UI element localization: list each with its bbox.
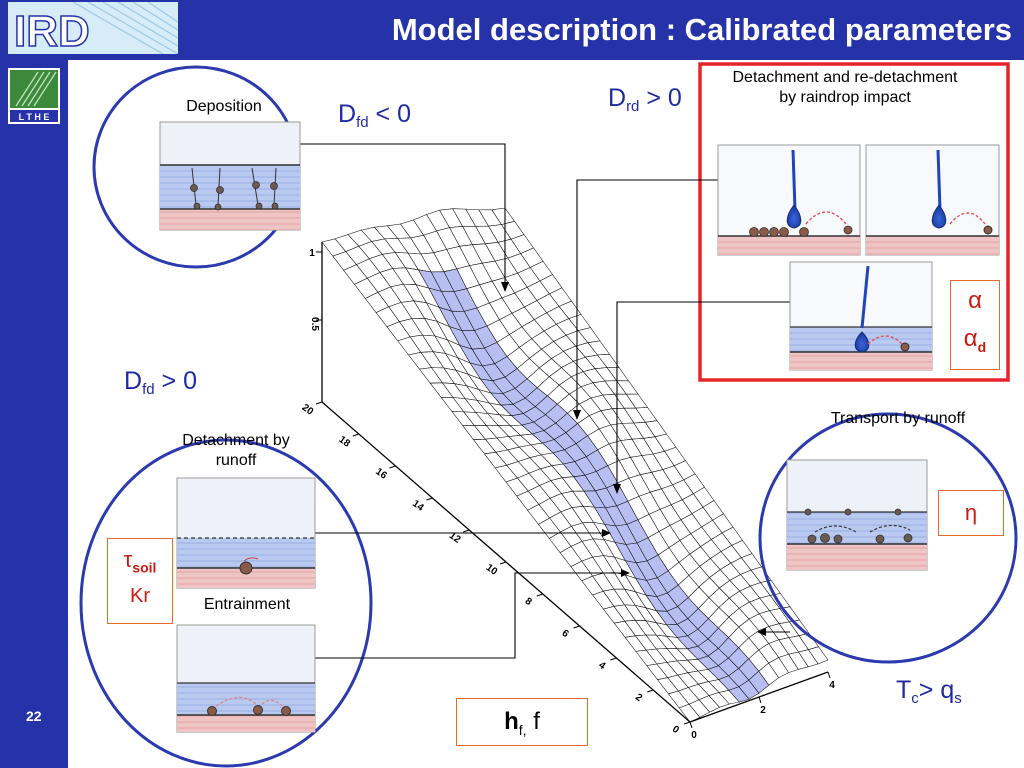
hf-rest: f [526,708,540,735]
dfd-positive-label: Dfd > 0 [124,367,197,398]
runoff-detachment-circle [79,438,373,768]
alpha-d-sub: d [977,338,987,355]
ird-logo: IRD [8,2,178,54]
tc-sub: c [911,690,919,707]
axis-tick [610,657,617,661]
dfd-negative-symbol: D [338,100,357,128]
axis-tick [389,465,396,469]
tc-sub-s: s [954,690,962,707]
dfd-positive-relation: > 0 [154,367,197,395]
axis-tick [499,561,507,565]
y-tick-label: 2 [633,692,644,704]
transport-circle [758,412,1018,664]
slide-title: Model description : Calibrated parameter… [391,12,1012,47]
entrainment-sketch [176,624,316,733]
tc-relation: > q [918,676,955,704]
kr-symbol: Kr [130,585,150,608]
axis-tick [426,497,433,501]
z-tick-label: 1 [309,248,315,259]
eta-parameter-box: η [938,490,1004,536]
tau-kr-parameter-box: τsoil Kr [107,538,173,624]
dfd-positive-sub: fd [142,381,155,398]
axis-tick [352,433,359,437]
page-number: 22 [26,708,42,724]
tau-sub: soil [132,559,157,576]
x-tick-label: 2 [760,705,766,716]
tau-main: τ [123,547,133,572]
deposition-label: Deposition [186,98,262,115]
y-tick-label: 18 [337,434,353,450]
alpha-d-main: α [963,325,978,352]
axis-tick [573,625,580,629]
y-tick-label: 20 [300,402,316,418]
entrainment-label: Entrainment [203,596,291,613]
axis-tick [683,721,691,725]
transport-label: Transport by runoff [830,410,966,427]
x-tick-label: 0 [691,730,697,741]
runoff-detachment-label: Detachment by runoff [182,432,290,469]
alpha-parameter-box: α αd [950,280,1000,370]
axis-tick [689,721,693,729]
tc-label: Tc> qs [896,676,962,707]
y-tick-label: 14 [410,498,426,514]
drd-label: Drd > 0 [608,84,682,115]
mesh-cell [808,646,829,665]
axis-tick [758,696,762,704]
left-sidebar [0,60,68,768]
raindrop-sketch-2 [865,144,1000,256]
drd-sub: rd [626,98,640,115]
axis-tick [315,401,323,405]
leader-lines [300,143,790,659]
y-tick-label: 10 [484,562,500,578]
axis-tick [463,529,470,533]
y-tick-label: 4 [596,660,607,672]
axis-tick [827,671,831,679]
hf-sub: f, [518,721,527,738]
y-tick-label: 0 [670,724,681,736]
tc-symbol: T [896,676,912,704]
z-tick-label: 0.5 [309,317,320,331]
dfd-negative-sub: fd [356,114,369,131]
raindrop-label: Detachment and re-detachment by raindrop… [732,69,958,106]
axis-tick [647,689,654,693]
dfd-positive-symbol: D [124,367,143,395]
x-tick-label: 4 [829,680,835,691]
deposition-sketch [159,121,301,231]
raindrop-sketch-1 [717,144,861,256]
hf-parameter-box: hf, f [456,698,588,746]
axis-tick [536,593,543,597]
transport-sketch [786,459,928,571]
y-tick-label: 8 [523,596,534,608]
alpha-symbol: α [968,287,982,314]
dfd-negative-label: Dfd < 0 [338,100,411,131]
raindrop-frame [698,62,1010,382]
svg-text:IRD: IRD [14,7,90,54]
drd-symbol: D [608,84,627,112]
y-tick-label: 6 [560,628,571,640]
hf-main: h [504,708,519,735]
tau-soil-symbol: τsoil [108,547,172,575]
surface-mesh [321,207,829,723]
dfd-negative-relation: < 0 [368,100,411,128]
raindrop-sketch-3 [789,261,933,371]
svg-text:L T H E: L T H E [19,112,50,122]
drd-relation: > 0 [639,84,682,112]
alpha-d-symbol: αd [951,325,999,355]
y-tick-label: 16 [373,466,389,482]
runoff-detachment-sketch [176,477,316,589]
lthe-logo: L T H E [8,68,60,124]
leader-arrows [501,282,766,636]
